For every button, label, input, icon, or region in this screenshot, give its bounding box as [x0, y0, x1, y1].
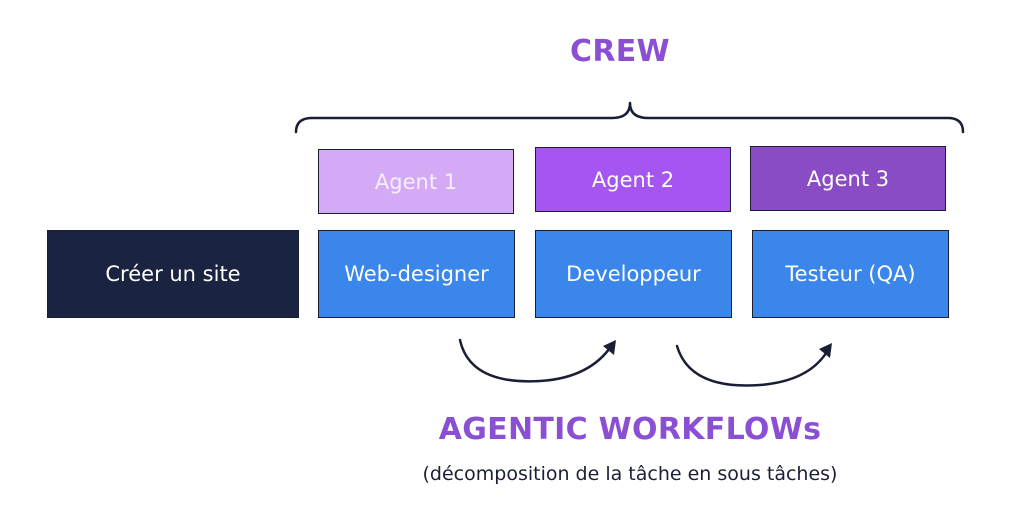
crew-brace	[294, 101, 965, 134]
task-box: Créer un site	[47, 230, 299, 318]
agent-2-box: Agent 2	[535, 147, 731, 212]
crew-title: CREW	[570, 34, 670, 69]
workflow-arrow-2-head	[819, 343, 832, 358]
workflow-arrow-1-head	[603, 340, 616, 355]
workflow-arrow-1	[458, 338, 614, 383]
role-web-designer: Web-designer	[318, 230, 515, 318]
workflow-subtitle: (décomposition de la tâche en sous tâche…	[422, 463, 838, 485]
agent-3-box: Agent 3	[750, 146, 946, 211]
agent-1-box: Agent 1	[318, 149, 514, 214]
workflow-title: AGENTIC WORKFLOWs	[438, 412, 822, 447]
role-testeur: Testeur (QA)	[752, 230, 949, 318]
role-developpeur: Developpeur	[535, 230, 732, 318]
workflow-arrow-2	[675, 344, 830, 387]
